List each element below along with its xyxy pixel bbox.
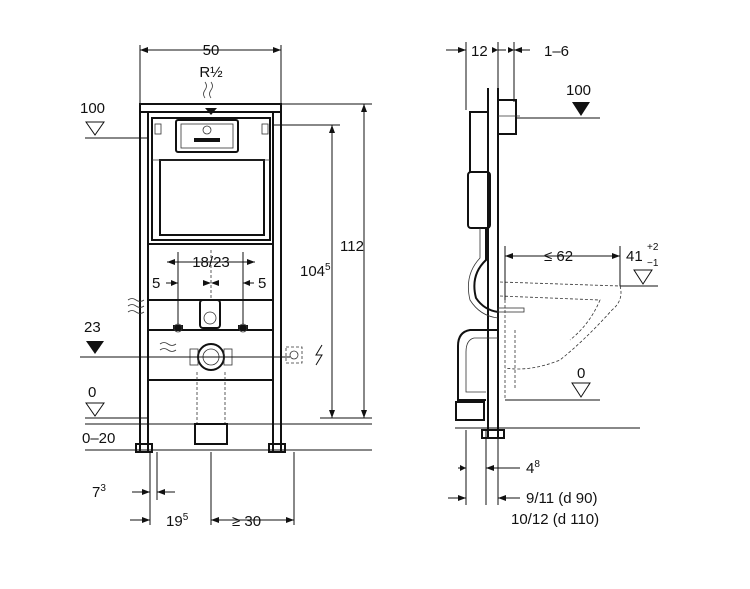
arrow-head <box>211 280 219 286</box>
arrow-head <box>458 495 466 501</box>
wave-icon <box>203 81 207 99</box>
fixing-left <box>154 123 162 135</box>
arrow-head <box>361 104 367 112</box>
bottom-7-label: 73 <box>92 483 106 501</box>
side-1-6-label: 1–6 <box>544 43 569 60</box>
side-cistern-top <box>469 111 489 173</box>
level-100-label: 100 <box>80 100 105 117</box>
flush-button-icon <box>202 125 212 135</box>
fixing-right <box>261 123 269 135</box>
cistern-tank <box>159 159 265 236</box>
side-bowl-outline <box>499 281 622 370</box>
connection-label: R½ <box>199 64 223 81</box>
wave-icon <box>209 81 213 99</box>
range-label: 0–20 <box>82 430 115 447</box>
side-41-label: 41 <box>626 248 643 265</box>
level-open-triangle-icon <box>85 121 105 136</box>
side-12-label: 12 <box>471 43 488 60</box>
inlet-arrow-icon <box>205 108 217 115</box>
side-flush-pipe-inner <box>467 228 499 319</box>
side-41-minus: −1 <box>647 258 659 269</box>
bottom-19-label: 195 <box>166 512 189 530</box>
side-flush-box <box>497 99 517 135</box>
water-wave-icon <box>159 342 177 352</box>
socket-icon <box>289 350 299 360</box>
arrow-head <box>329 410 335 418</box>
height-104-label: 1045 <box>300 262 331 280</box>
flush-plate <box>175 119 239 153</box>
arrow-head <box>514 47 522 53</box>
center-label: 18/23 <box>192 254 230 271</box>
side-62-label: ≤ 62 <box>544 248 573 265</box>
left-5-label: 5 <box>152 275 160 292</box>
level-filled-triangle-icon <box>86 341 104 354</box>
right-5-label: 5 <box>258 275 266 292</box>
arrow-head <box>171 280 178 286</box>
arrow-head <box>273 47 281 53</box>
arrow-head <box>460 465 466 471</box>
side-4-label: 48 <box>526 459 540 477</box>
side-level-100-label: 100 <box>566 82 591 99</box>
arrow-head <box>142 517 150 523</box>
side-cistern-body <box>467 171 491 229</box>
side-41-plus: +2 <box>647 242 659 253</box>
level-open-triangle-icon <box>571 382 591 398</box>
side-bolt <box>497 307 525 313</box>
side-drain-elbow-inner <box>465 337 498 393</box>
side-flush-pipe <box>473 228 499 313</box>
left-foot <box>135 443 153 453</box>
arrow-head <box>211 517 219 523</box>
brand-logo <box>194 138 220 142</box>
arrow-head <box>329 125 335 133</box>
level-open-triangle-icon <box>85 402 105 417</box>
arrow-head <box>361 410 367 418</box>
height-112-label: 112 <box>340 238 364 255</box>
arrow-head <box>203 280 211 286</box>
arrow-head <box>157 489 165 495</box>
arrow-head <box>140 47 148 53</box>
arrow-head <box>286 517 294 523</box>
arrow-head <box>142 489 150 495</box>
drain-outlet <box>194 423 228 445</box>
socket-box-icon <box>285 346 303 364</box>
front-view: 50 R½ 100 23 0 0–20 1045 112 18/23 <box>80 42 372 530</box>
arrow-head <box>167 259 175 265</box>
right-foot <box>268 443 286 453</box>
side-foot <box>481 429 505 439</box>
side-level-0-label: 0 <box>577 365 585 382</box>
width-label: 50 <box>203 42 220 59</box>
arrow-head <box>243 280 250 286</box>
supply-valve-icon <box>203 311 217 325</box>
side-pipe-110-label: 10/12 (d 110) <box>511 511 599 528</box>
level-23-label: 23 <box>84 319 101 336</box>
bottom-30-label: ≥ 30 <box>232 513 261 530</box>
arrow-head <box>492 47 498 53</box>
level-filled-triangle-icon <box>572 102 590 116</box>
arrow-head <box>508 47 514 53</box>
electric-icon <box>315 344 323 366</box>
arrow-head <box>247 259 255 265</box>
side-drain-elbow <box>457 329 498 401</box>
side-drain-outlet <box>455 401 485 421</box>
arrow-head <box>458 47 466 53</box>
supply-connector <box>199 299 221 329</box>
cistern-body <box>151 117 271 241</box>
level-0-label: 0 <box>88 384 96 401</box>
arrow-head <box>612 253 620 259</box>
water-wave-icon <box>127 298 145 314</box>
flush-plate-inner <box>180 123 234 149</box>
arrow-head <box>486 465 494 471</box>
side-pipe-90-label: 9/11 (d 90) <box>526 490 597 507</box>
level-open-triangle-icon <box>633 269 653 285</box>
side-bowl-inner <box>499 295 601 341</box>
arrow-head <box>505 253 513 259</box>
arrow-head <box>498 495 506 501</box>
side-view: 12 1–6 100 ≤ 62 41 +2 −1 0 48 <box>446 42 659 528</box>
